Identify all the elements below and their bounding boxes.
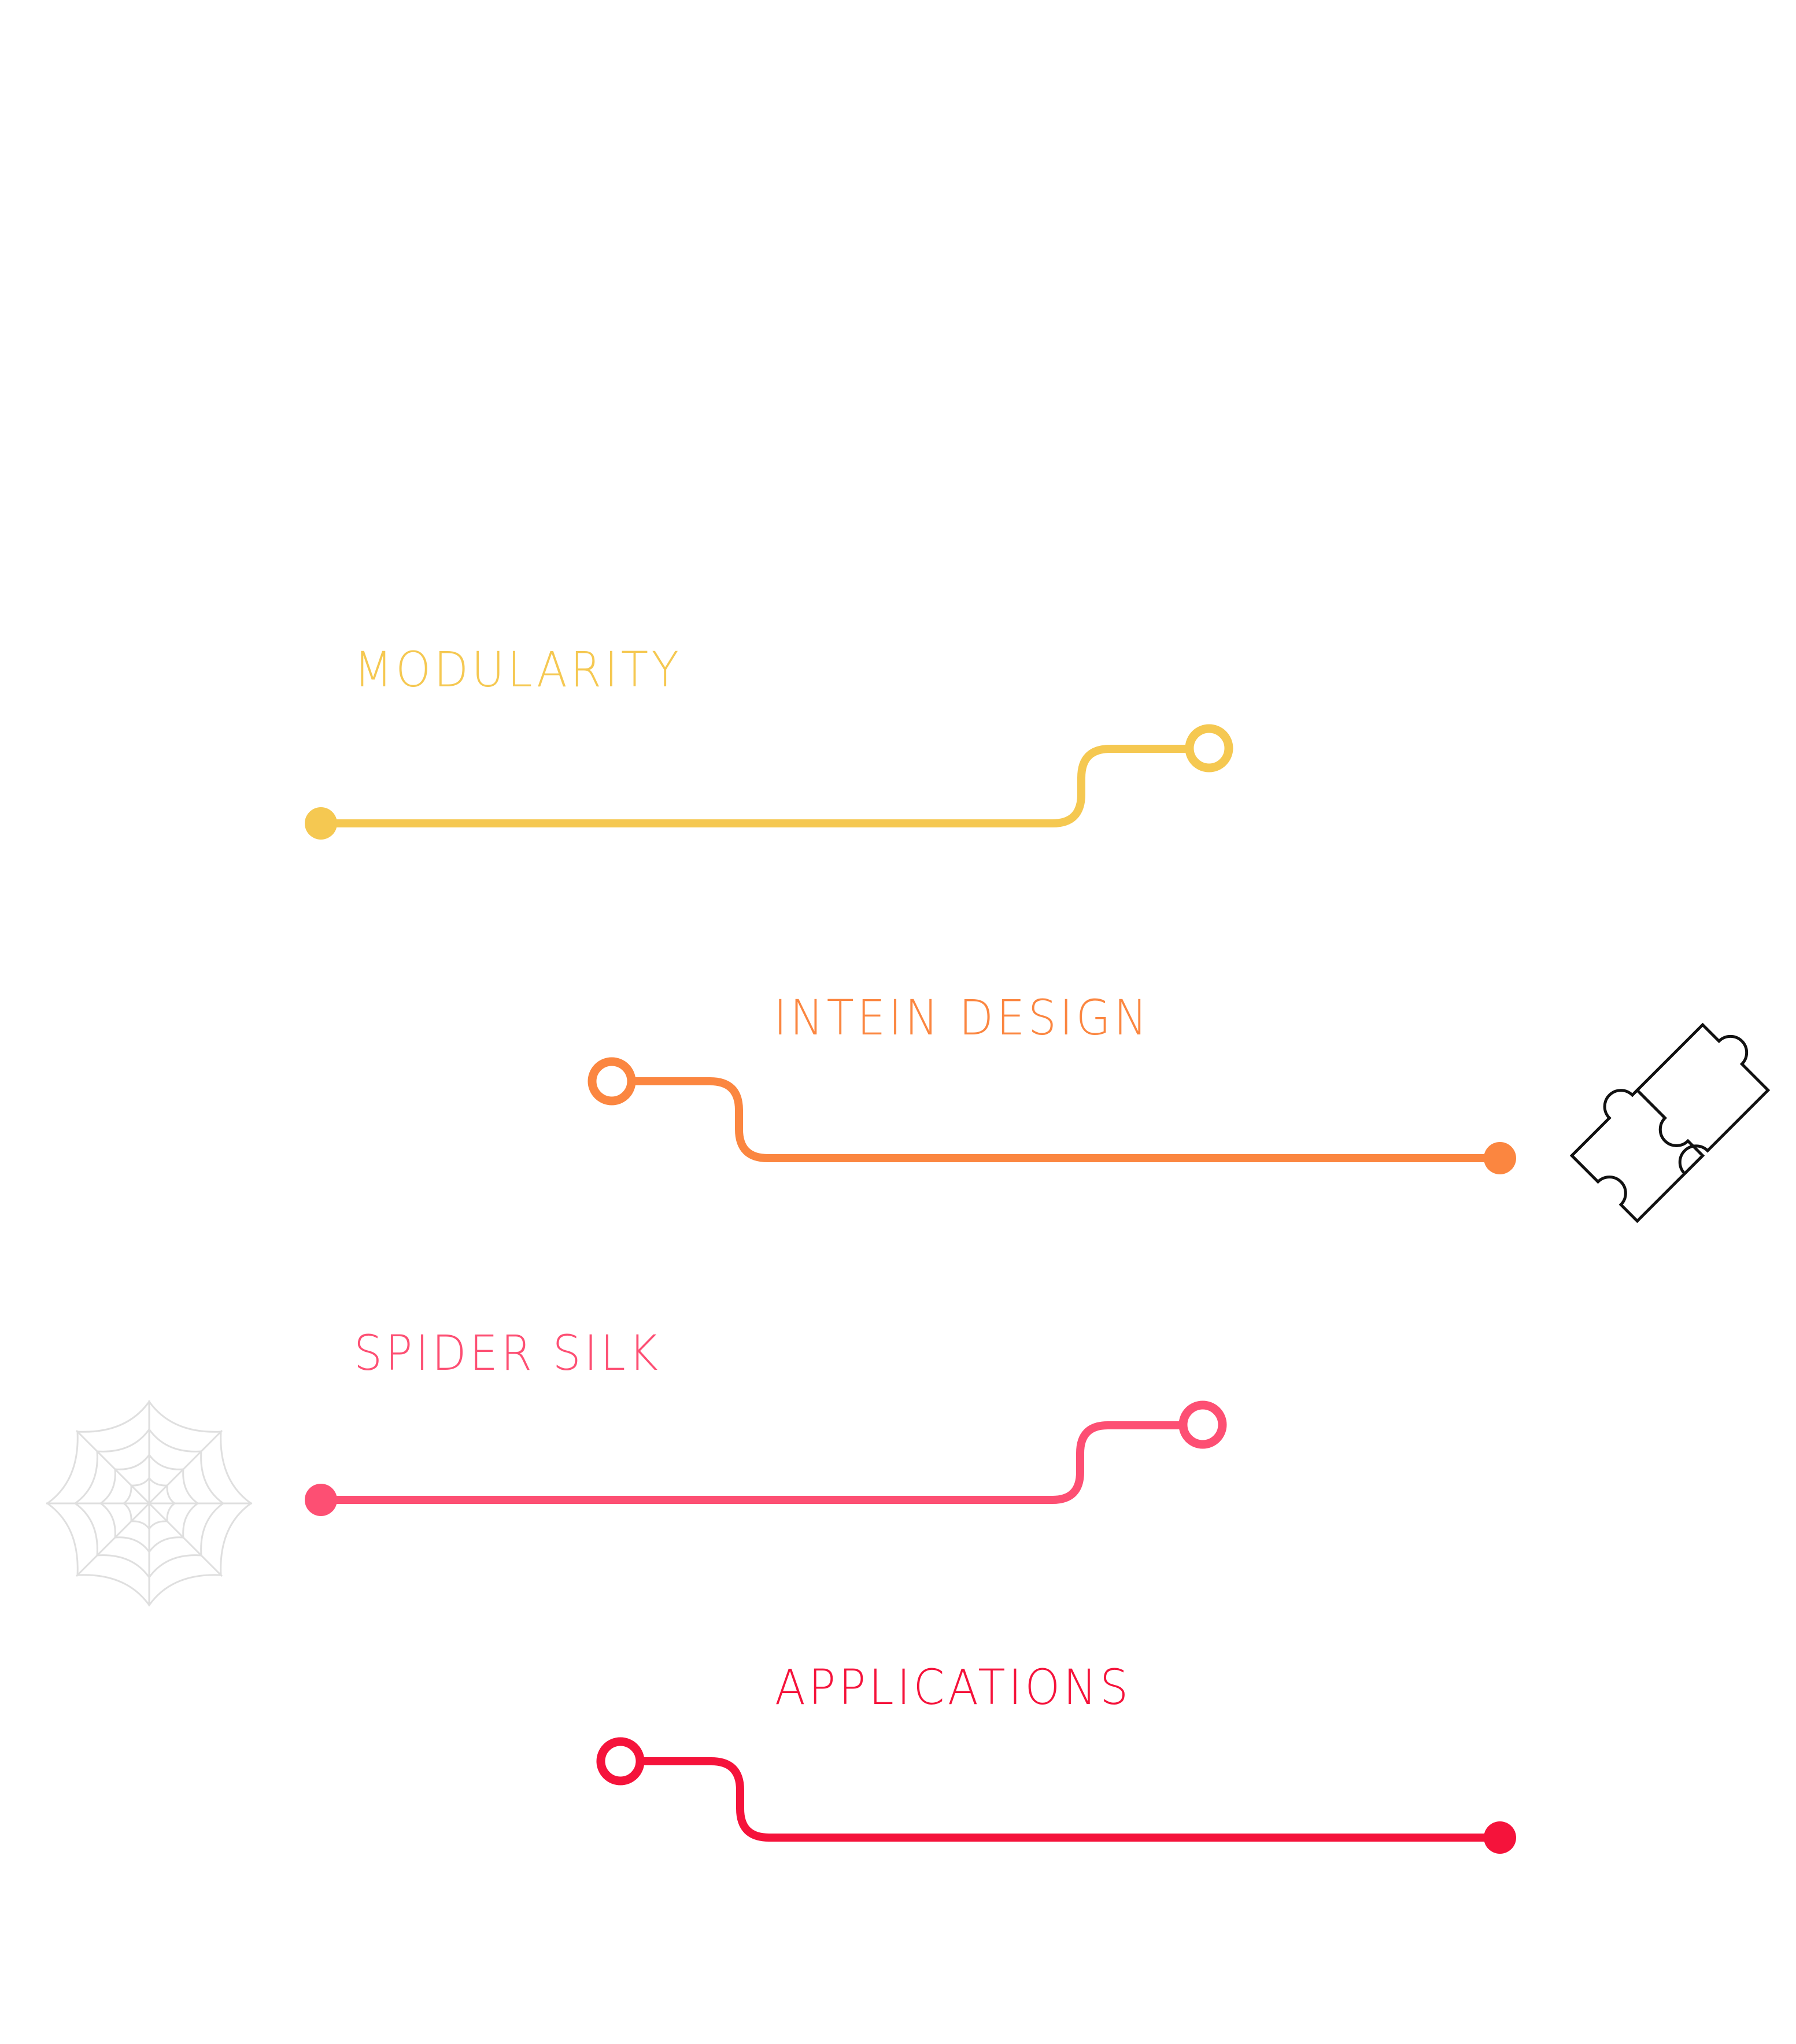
section-label-modularity: MODULARITY — [354, 641, 682, 698]
track-spider-silk — [305, 1400, 1227, 1516]
spider-web-icon — [46, 1400, 253, 1607]
track-applications-start-ring — [596, 1737, 645, 1786]
puzzle-pieces-icon — [1569, 1022, 1771, 1224]
track-applications-line — [637, 1757, 1504, 1842]
track-intein-line — [627, 1077, 1504, 1162]
section-label-applications: APPLICATIONS — [775, 1659, 1132, 1716]
track-intein-design — [587, 1057, 1516, 1174]
track-spider-line — [317, 1421, 1185, 1504]
track-intein-start-ring — [587, 1057, 636, 1106]
section-label-spider-silk: SPIDER SILK — [354, 1325, 662, 1381]
track-applications-end-dot — [1484, 1821, 1516, 1854]
track-spider-end-ring — [1178, 1400, 1227, 1449]
track-spider-start-dot — [305, 1484, 337, 1516]
track-modularity-end-ring — [1185, 724, 1233, 772]
track-modularity-line — [317, 745, 1192, 827]
track-applications — [596, 1737, 1516, 1854]
section-label-intein-design: INTEIN DESIGN — [774, 989, 1151, 1046]
track-modularity-start-dot — [305, 807, 337, 840]
track-intein-end-dot — [1484, 1142, 1516, 1174]
track-modularity — [305, 724, 1233, 840]
